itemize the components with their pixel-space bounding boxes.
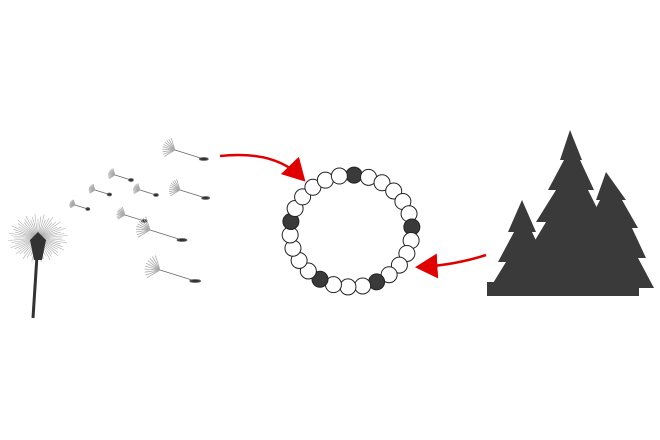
tree-right (572, 172, 654, 288)
dandelion-seed (168, 179, 211, 200)
dandelion-fluff (37, 227, 66, 239)
dandelion-illustration (8, 137, 211, 319)
dandelion-fluff (17, 219, 39, 239)
bead-light (339, 278, 357, 296)
bead-light (316, 171, 334, 189)
dandelion-seed (144, 255, 202, 283)
forest-trees-silhouette (487, 130, 654, 296)
dandelion-seed (135, 216, 188, 242)
arrow-trees-to-ring (415, 253, 487, 279)
dandelion-seed (162, 137, 209, 161)
bead-ring (281, 166, 421, 296)
bead-dark (345, 166, 363, 184)
dandelion-fluff (37, 221, 61, 239)
dandelion-seed (69, 199, 91, 211)
dandelion-seed (132, 183, 159, 197)
dandelion-seed (88, 183, 113, 197)
bead-dark (368, 273, 386, 291)
bead-dark (311, 270, 329, 288)
dandelion-seed (107, 168, 134, 182)
bead-light (354, 277, 372, 295)
bead-light (373, 174, 391, 192)
dandelion-fluff (11, 225, 39, 239)
bead-light (330, 167, 348, 185)
dandelion-seed (116, 206, 148, 223)
arrow-dandelion-to-ring (219, 153, 306, 182)
dandelion-seeds (69, 137, 211, 283)
